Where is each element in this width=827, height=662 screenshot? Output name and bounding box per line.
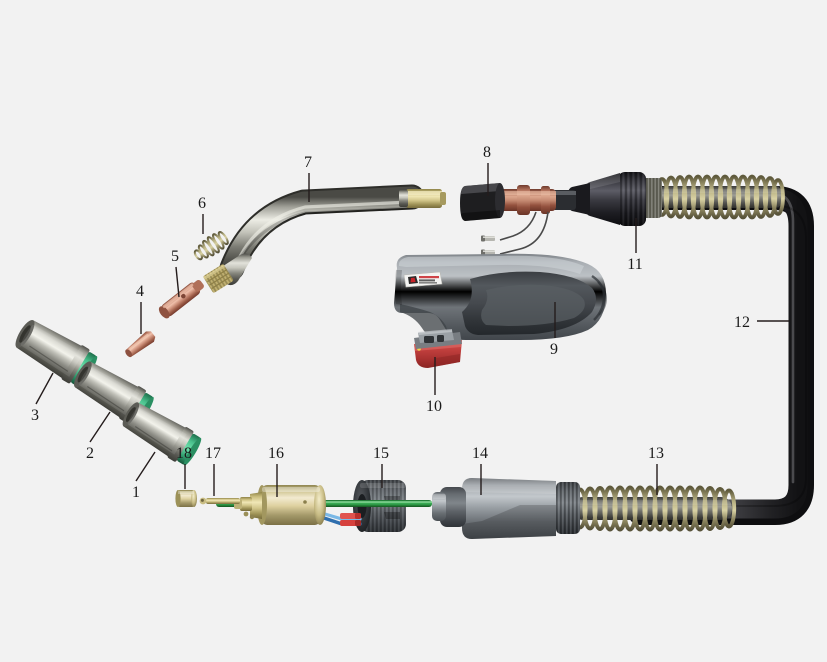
part-18-brass-liner-nut: [175, 490, 197, 507]
callout-15: 15: [373, 445, 389, 488]
callout-9: 9: [550, 302, 558, 358]
callout-label-14: 14: [472, 445, 488, 462]
callout-label-6: 6: [198, 195, 206, 212]
callout-7: 7: [304, 154, 312, 202]
callout-label-12: 12: [734, 314, 750, 331]
callout-11: 11: [627, 218, 643, 273]
part-17-liner-guide-wire: [199, 497, 240, 505]
part-5-tip-adaptor: [158, 280, 204, 319]
callout-label-3: 3: [31, 407, 39, 424]
callout-5: 5: [171, 248, 180, 298]
brand-label: [403, 271, 443, 288]
callout-18: 18: [176, 445, 192, 489]
part-6-spatter-spring: [193, 231, 229, 261]
callout-label-15: 15: [373, 445, 389, 462]
part-9-handle-shell: [394, 253, 608, 340]
callout-12: 12: [734, 314, 789, 331]
callout-label-17: 17: [205, 445, 221, 462]
callout-1: 1: [132, 451, 156, 501]
callout-label-11: 11: [627, 256, 642, 273]
leader-line-5: [175, 266, 180, 298]
callout-2: 2: [86, 411, 111, 462]
callout-8: 8: [483, 144, 491, 196]
leader-line-2: [89, 411, 111, 443]
part-8-insulator-collar: [460, 183, 505, 221]
callout-label-10: 10: [426, 398, 442, 415]
leader-line-3: [35, 372, 54, 405]
part-11-strain-relief-boot: [566, 172, 662, 226]
callout-label-18: 18: [176, 445, 192, 462]
callout-label-4: 4: [136, 283, 144, 300]
part-14-euro-connector-housing: [432, 478, 580, 539]
callout-6: 6: [198, 195, 206, 234]
callout-16: 16: [268, 445, 284, 497]
part-13-upper-support-spring: [654, 174, 785, 220]
callout-label-7: 7: [304, 154, 312, 171]
callout-4: 4: [136, 283, 144, 334]
callout-10: 10: [426, 357, 442, 415]
part-10-trigger-switch: [414, 329, 462, 368]
callout-label-8: 8: [483, 144, 491, 161]
callout-label-13: 13: [648, 445, 664, 462]
callout-17: 17: [205, 445, 221, 496]
leader-line-1: [135, 451, 156, 482]
part-12-torch-cable: [628, 186, 814, 525]
callout-label-16: 16: [268, 445, 284, 462]
callout-label-1: 1: [132, 484, 140, 501]
callout-14: 14: [472, 445, 488, 495]
part-7-swan-neck: [203, 184, 446, 293]
callout-label-2: 2: [86, 445, 94, 462]
part-1-gas-nozzle-cylindrical: [122, 402, 202, 466]
callout-label-9: 9: [550, 341, 558, 358]
part-13-cable-support-spring: [572, 485, 737, 532]
callout-13: 13: [648, 445, 664, 495]
part-4-contact-tip: [125, 331, 156, 358]
callout-label-5: 5: [171, 248, 179, 265]
callout-3: 3: [31, 372, 54, 424]
